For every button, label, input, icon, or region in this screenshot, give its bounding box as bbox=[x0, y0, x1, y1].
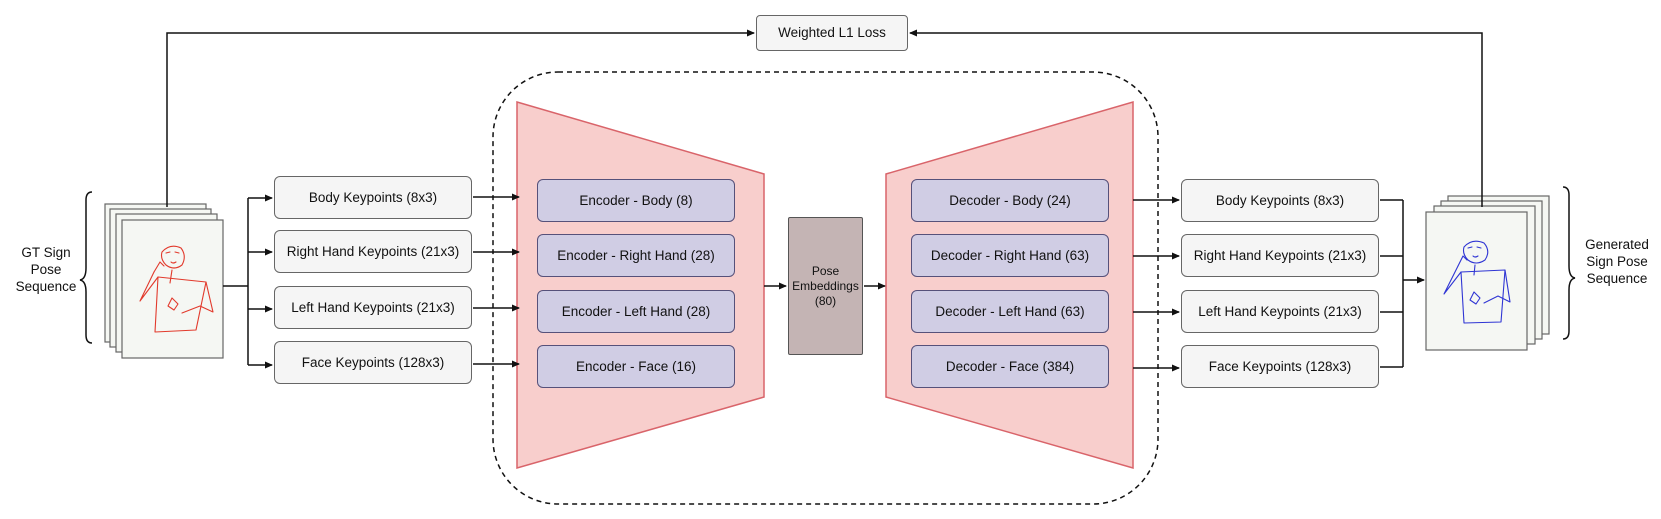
encoder-left-hand: Encoder - Left Hand (28) bbox=[537, 290, 735, 333]
gt-pose-sketch bbox=[139, 245, 214, 333]
generated-frame-stack bbox=[1425, 195, 1550, 351]
output-label-line-3: Sequence bbox=[1586, 271, 1648, 286]
decoder-face: Decoder - Face (384) bbox=[911, 345, 1109, 388]
output-brace bbox=[1562, 186, 1576, 340]
input-left-hand-keypoints: Left Hand Keypoints (21x3) bbox=[274, 286, 472, 329]
input-brace bbox=[79, 191, 93, 344]
decoder-left-hand: Decoder - Left Hand (63) bbox=[911, 290, 1109, 333]
output-face-keypoints: Face Keypoints (128x3) bbox=[1181, 345, 1379, 388]
encoder-right-hand: Encoder - Right Hand (28) bbox=[537, 234, 735, 277]
gt-to-loss-arrow bbox=[166, 29, 755, 207]
input-label-line-1: GT Sign bbox=[21, 245, 71, 260]
output-body-keypoints: Body Keypoints (8x3) bbox=[1181, 179, 1379, 222]
decoder-right-hand: Decoder - Right Hand (63) bbox=[911, 234, 1109, 277]
input-right-hand-keypoints: Right Hand Keypoints (21x3) bbox=[274, 230, 472, 273]
decoder-body: Decoder - Body (24) bbox=[911, 179, 1109, 222]
input-body-keypoints: Body Keypoints (8x3) bbox=[274, 176, 472, 219]
output-label-line-1: Generated bbox=[1585, 237, 1649, 252]
input-label-line-2: Pose bbox=[30, 262, 62, 277]
input-label-line-3: Sequence bbox=[15, 279, 77, 294]
input-face-keypoints: Face Keypoints (128x3) bbox=[274, 341, 472, 384]
output-left-hand-keypoints: Left Hand Keypoints (21x3) bbox=[1181, 290, 1379, 333]
pose-embeddings-box: Pose Embeddings (80) bbox=[788, 217, 863, 355]
embedding-line-3: (80) bbox=[814, 293, 837, 308]
output-label-line-2: Sign Pose bbox=[1586, 254, 1648, 269]
encoder-body: Encoder - Body (8) bbox=[537, 179, 735, 222]
generated-to-loss-arrow bbox=[909, 29, 1483, 207]
loss-label: Weighted L1 Loss bbox=[778, 25, 886, 40]
embedding-line-1: Pose bbox=[811, 263, 840, 278]
input-label: GT Sign Pose Sequence bbox=[6, 244, 86, 295]
embedding-line-2: Embeddings bbox=[792, 278, 859, 293]
output-right-hand-keypoints: Right Hand Keypoints (21x3) bbox=[1181, 234, 1379, 277]
generated-pose-sketch bbox=[1443, 240, 1511, 324]
loss-box: Weighted L1 Loss bbox=[756, 15, 908, 51]
output-label: Generated Sign Pose Sequence bbox=[1575, 236, 1659, 287]
encoder-face: Encoder - Face (16) bbox=[537, 345, 735, 388]
model-boundary bbox=[492, 71, 1159, 505]
